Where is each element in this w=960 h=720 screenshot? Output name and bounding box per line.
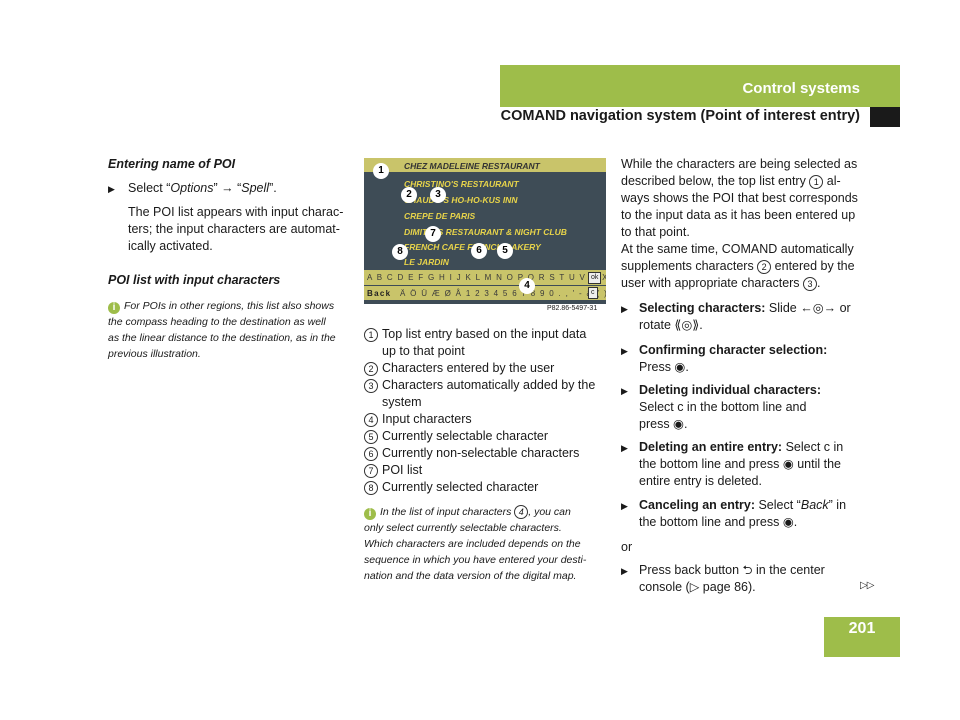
header-marker [870,107,900,127]
intro-paragraph: While the characters are being selected … [621,157,858,291]
step-deleting-chars: ▶ Deleting individual characters:Select … [621,383,821,431]
header-band [500,65,900,107]
page-number: 201 [848,620,876,637]
continue-arrow-icon: ▷▷ [860,580,874,591]
ok-button: ok [588,272,602,284]
heading-entering-poi: Entering name of POI [108,157,236,171]
bottom-char-row [364,286,606,300]
callout-6: 6 [471,243,487,259]
callout-7: 7 [425,226,441,242]
poi-entry: DIMITRI'S RESTAURANT & NIGHT CLUB [404,227,567,237]
callout-5: 5 [497,243,513,259]
callout-1: 1 [373,163,389,179]
bullet-icon: ▶ [621,386,628,396]
bullet-icon: ▶ [621,304,628,314]
bullet-icon: ▶ [621,566,628,576]
callout-8: 8 [392,244,408,260]
callout-2: 2 [401,187,417,203]
page-number-box [824,617,900,657]
or-text: or [621,540,633,554]
bullet-icon: ▶ [108,184,115,194]
info-icon: i [108,302,120,314]
subsection-title: COMAND navigation system (Point of inter… [500,108,860,124]
bullet-icon: ▶ [621,501,628,511]
poi-entry: LE JARDIN [404,257,449,267]
poi-entry: CHEZ MADELEINE RESTAURANT [404,161,540,171]
clear-button: c [588,287,598,299]
comand-screen-illustration: CHEZ MADELEINE RESTAURANT CHRISTINO'S RE… [364,158,606,304]
section-title: Control systems [742,80,860,97]
poi-list-description: The POI list appears with input charac-t… [128,205,344,253]
info-icon: i [364,508,376,520]
poi-entry: CHAUDO'S HO-HO-KUS INN [404,195,518,205]
bullet-icon: ▶ [621,346,628,356]
callout-4: 4 [519,278,535,294]
step-confirming: ▶ Confirming character selection:Press ◉… [621,343,828,374]
input-char-row [364,270,606,285]
bullet-icon: ▶ [621,443,628,453]
poi-entry: CREPE DE PARIS [404,211,476,221]
callout-3: 3 [430,187,446,203]
poi-entry: CHRISTINO'S RESTAURANT [404,179,519,189]
back-label: Back [367,289,392,298]
special-chars: Ä Ö Ü Æ Ø Å 1 2 3 4 5 6 7 8 9 0 . , ' - … [400,289,606,298]
highlight-row [364,158,606,172]
figure-caption: P82.86-5497-31 [547,305,598,312]
input-chars: A B C D E F G H I J K L M N O P Q R S T … [367,273,606,282]
heading-poi-list: POI list with input characters [108,273,281,287]
